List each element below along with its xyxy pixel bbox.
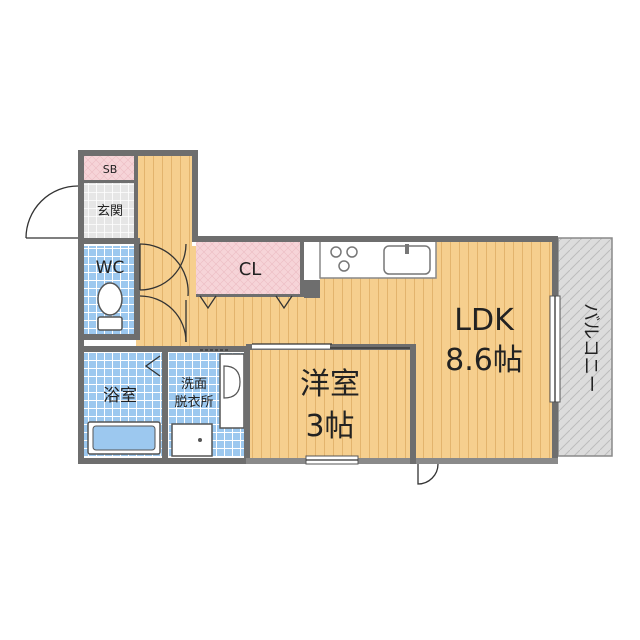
wall bbox=[192, 236, 320, 242]
closet-door-fold bbox=[199, 295, 217, 310]
closet-floor bbox=[196, 240, 304, 296]
washing-machine-space-icon bbox=[171, 423, 213, 457]
wall bbox=[410, 344, 416, 464]
stove-burner-icon bbox=[330, 246, 342, 258]
entrance-door-swing bbox=[25, 185, 79, 239]
balcony-label: バルコニー bbox=[580, 303, 601, 393]
ldk-bottom-door-swing bbox=[417, 463, 439, 485]
wall bbox=[84, 238, 140, 244]
wall bbox=[196, 294, 304, 297]
washroom-door-swing bbox=[139, 295, 187, 343]
wall bbox=[78, 458, 246, 464]
drain-icon bbox=[198, 438, 202, 442]
doors bbox=[25, 185, 561, 485]
labels: SB 玄関 WC CL LDK 8.6帖 洋室 3帖 浴室 洗面 脱衣所 バルコ… bbox=[96, 163, 601, 444]
entrance-floor bbox=[84, 182, 136, 240]
washroom-label-line2: 脱衣所 bbox=[174, 394, 213, 410]
stove-burner-icon bbox=[338, 260, 350, 272]
floors bbox=[84, 156, 613, 458]
fixtures bbox=[87, 239, 437, 457]
wall bbox=[244, 346, 250, 458]
wall bbox=[192, 150, 198, 242]
wc-door-swing bbox=[139, 243, 187, 291]
wall bbox=[320, 236, 558, 242]
bath-door-fold bbox=[144, 355, 161, 377]
western-room-size-label: 3帖 bbox=[305, 409, 354, 444]
wall bbox=[78, 150, 84, 240]
faucet-icon bbox=[405, 244, 409, 254]
entrance-label: 玄関 bbox=[97, 204, 123, 219]
hall-door-swing bbox=[139, 243, 189, 297]
washroom-label-line1: 洗面 bbox=[181, 377, 207, 392]
shoe-box-floor bbox=[84, 156, 136, 182]
wall bbox=[304, 280, 320, 298]
wall bbox=[78, 334, 140, 340]
ldk-floor-lower bbox=[414, 346, 554, 458]
ldk-size-label: 8.6帖 bbox=[445, 343, 523, 378]
toilet-icon bbox=[97, 282, 123, 316]
sb-label: SB bbox=[103, 163, 118, 176]
hallway-floor-top bbox=[136, 156, 192, 246]
wc-label: WC bbox=[96, 258, 125, 278]
western-room-floor bbox=[246, 346, 414, 458]
western-room-label: 洋室 bbox=[300, 367, 360, 402]
wall bbox=[84, 180, 136, 183]
stove-burner-icon bbox=[346, 246, 358, 258]
washbasin-bowl-icon bbox=[223, 365, 241, 399]
wall bbox=[246, 458, 558, 464]
corridor-floor bbox=[196, 296, 320, 346]
wall bbox=[162, 346, 168, 458]
toilet-tank-icon bbox=[97, 316, 123, 331]
wall bbox=[134, 244, 140, 340]
balcony-floor bbox=[557, 237, 613, 457]
wall bbox=[300, 242, 304, 296]
bathtub-basin-icon bbox=[92, 425, 156, 451]
bathroom-label: 浴室 bbox=[103, 386, 137, 406]
ldk-label: LDK bbox=[454, 303, 515, 338]
closet-door-fold bbox=[275, 295, 293, 310]
closet-label: CL bbox=[239, 259, 262, 280]
wall bbox=[134, 150, 138, 240]
